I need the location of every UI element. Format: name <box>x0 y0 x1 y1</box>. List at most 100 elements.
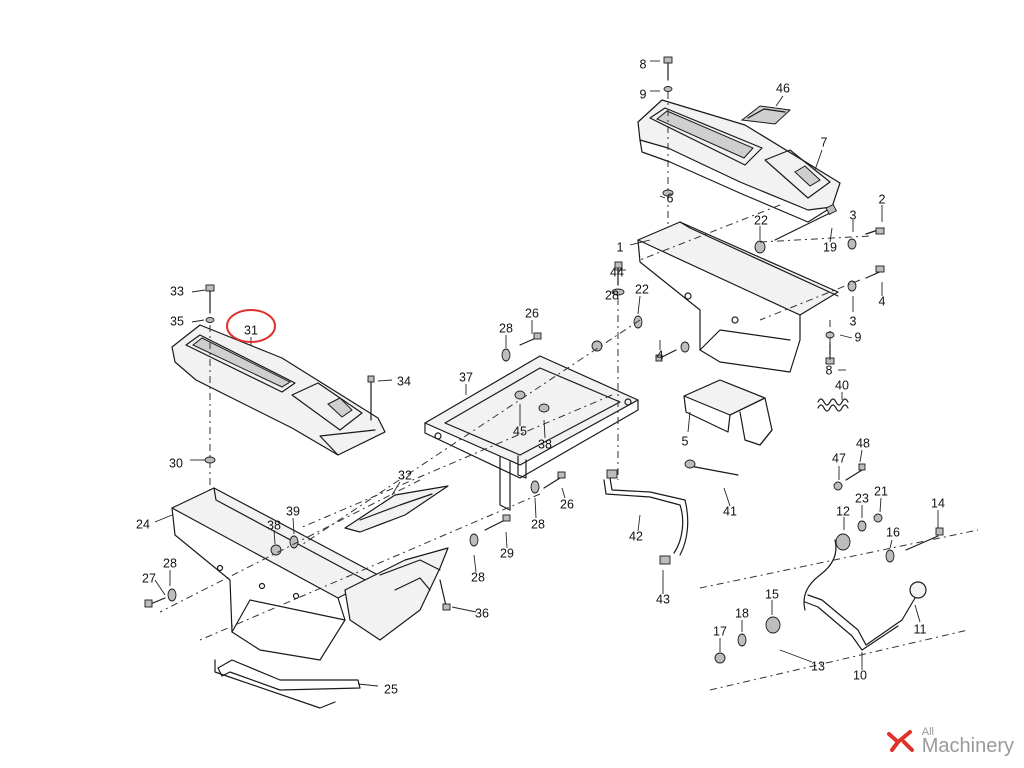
washer-3-c <box>680 341 690 353</box>
callout-38: 38 <box>267 518 281 532</box>
callout-3: 3 <box>850 314 857 328</box>
callout-leader-19 <box>829 227 833 243</box>
bolt-8-bottom <box>825 341 835 365</box>
allmachinery-logo-icon <box>886 730 914 753</box>
callout-23: 23 <box>855 491 869 505</box>
cable-42 <box>603 469 689 565</box>
callout-13: 13 <box>811 659 825 673</box>
bolt-4-b <box>655 349 677 362</box>
callout-19: 19 <box>823 240 837 254</box>
boot-32 <box>344 485 449 533</box>
callout-22: 22 <box>635 282 649 296</box>
callout-leader-25 <box>357 683 379 687</box>
callout-9: 9 <box>640 87 647 101</box>
callout-9: 9 <box>855 330 862 344</box>
callout-14: 14 <box>931 496 945 510</box>
bolt-4-a <box>865 265 885 279</box>
bolt-33 <box>205 284 215 314</box>
callout-leader-21 <box>879 497 882 513</box>
callout-labels: 1233445678899101112131415161718192122222… <box>136 57 945 696</box>
washer-28-b <box>530 480 540 494</box>
watermark-line1: All <box>921 725 934 738</box>
callout-32: 32 <box>398 468 412 482</box>
bushing-15 <box>765 616 781 634</box>
lever-10 <box>804 581 927 651</box>
callout-leader-32 <box>391 481 401 496</box>
callout-43: 43 <box>656 592 670 606</box>
bolt-19 <box>774 203 838 241</box>
callout-leader-9 <box>839 334 853 339</box>
callout-8: 8 <box>826 363 833 377</box>
nut-38-left <box>270 544 282 556</box>
callout-44: 44 <box>610 265 624 279</box>
washer-28-c <box>469 533 479 547</box>
callout-47: 47 <box>832 451 846 465</box>
callout-leader-38 <box>273 529 276 545</box>
spring-40 <box>817 398 849 412</box>
washer-6 <box>662 189 674 197</box>
callout-leader-13 <box>779 649 813 663</box>
bolt-2 <box>865 227 885 235</box>
callout-10: 10 <box>853 668 867 682</box>
callout-41: 41 <box>723 504 737 518</box>
bushing-12 <box>835 533 851 551</box>
bolt-26-b <box>543 471 566 489</box>
nut-20 <box>591 340 603 352</box>
bolt-8-top <box>663 56 673 92</box>
bracket-1 <box>637 221 839 373</box>
callout-8: 8 <box>640 57 647 71</box>
callout-33: 33 <box>170 284 184 298</box>
callout-leader-35 <box>191 319 205 323</box>
callout-leader-41 <box>723 487 731 507</box>
bracket-5 <box>683 379 773 446</box>
washer-28-left <box>167 588 177 602</box>
callout-leader-6 <box>659 195 666 199</box>
callout-leader-42 <box>637 514 641 532</box>
callout-5: 5 <box>682 434 689 448</box>
callout-40: 40 <box>835 378 849 392</box>
callout-34: 34 <box>397 374 411 388</box>
callout-11: 11 <box>914 622 927 636</box>
washer-30 <box>204 456 216 464</box>
callout-leader-38 <box>543 419 546 439</box>
callout-leader-11 <box>914 604 921 623</box>
bolt-27 <box>144 597 166 608</box>
nut-17 <box>714 652 726 664</box>
washer-16 <box>885 549 895 563</box>
nut-47 <box>833 481 843 491</box>
boot-cover <box>344 547 449 641</box>
callout-leader-34 <box>377 379 393 382</box>
callout-leader-16 <box>889 539 893 549</box>
washer-22-mid <box>633 315 643 329</box>
callout-leader-5 <box>687 411 691 433</box>
callout-leader-39 <box>292 517 295 535</box>
bracket-25 <box>214 659 361 709</box>
nut-38-frame <box>538 403 550 413</box>
washer-3-a <box>847 238 857 250</box>
housing-24 <box>171 487 381 661</box>
callout-7: 7 <box>821 135 828 149</box>
callout-46: 46 <box>776 81 790 95</box>
plate-46 <box>740 105 792 125</box>
callout-leader-26 <box>561 487 566 499</box>
highlight-circle-31 <box>226 309 276 343</box>
callout-28: 28 <box>163 556 177 570</box>
callout-36: 36 <box>475 606 489 620</box>
bolt-34 <box>367 375 375 421</box>
callout-leader-27 <box>154 579 166 596</box>
nut-21 <box>873 513 883 523</box>
callout-28: 28 <box>499 321 513 335</box>
callout-4: 4 <box>657 348 664 362</box>
callout-4: 4 <box>879 294 886 308</box>
callout-leader-28 <box>473 554 477 573</box>
callout-leader-36 <box>451 606 477 613</box>
callout-3: 3 <box>850 208 857 222</box>
callout-12: 12 <box>836 504 850 518</box>
washer-18 <box>737 633 747 647</box>
callout-17: 17 <box>713 624 727 638</box>
washer-28-a <box>501 348 511 362</box>
callout-18: 18 <box>735 606 749 620</box>
callout-15: 15 <box>765 587 779 601</box>
callout-25: 25 <box>384 682 398 696</box>
callout-leader-1 <box>629 239 651 246</box>
